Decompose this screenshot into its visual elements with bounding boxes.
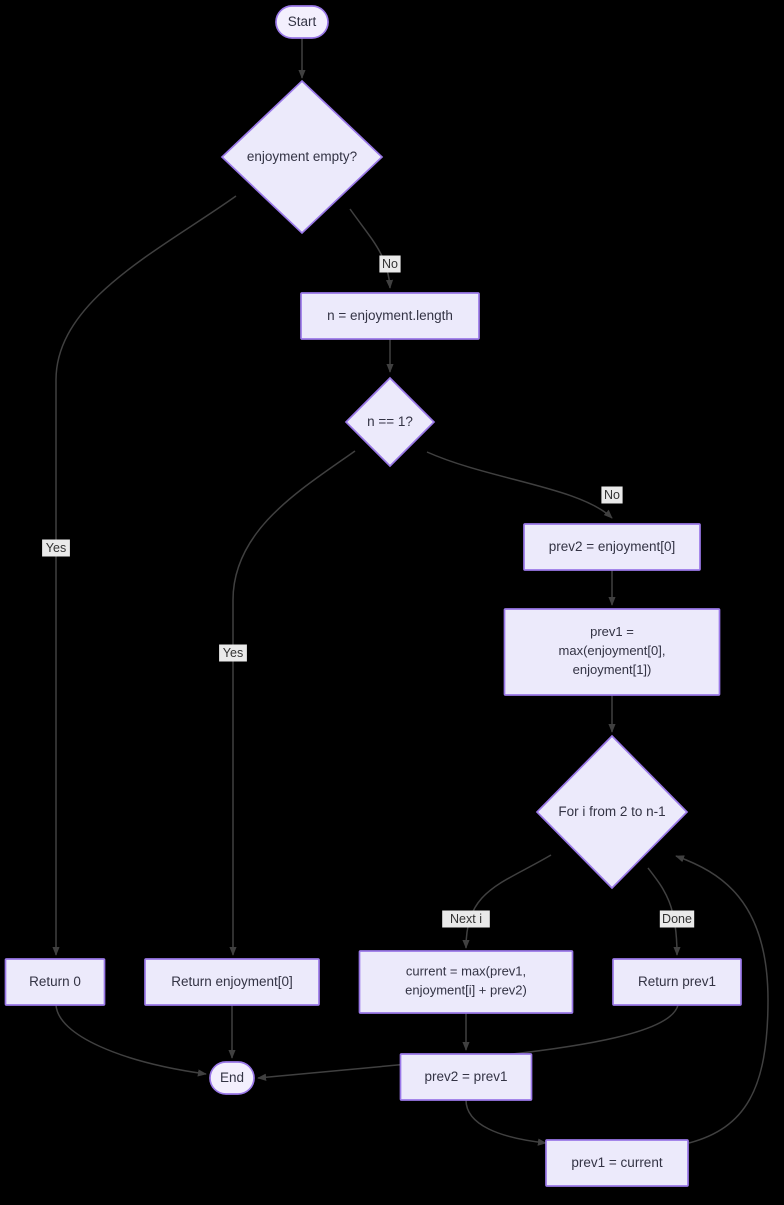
flow-node-neq1[interactable]: n == 1? xyxy=(344,376,436,468)
flow-edge xyxy=(229,450,356,956)
flow-node-return0[interactable]: Return 0 xyxy=(4,958,106,1006)
node-label: prev1 = current xyxy=(571,1155,662,1170)
flow-node-prev2init[interactable]: prev2 = enjoyment[0] xyxy=(523,523,701,571)
node-label: prev2 = enjoyment[0] xyxy=(549,539,675,554)
flow-node-prev1init[interactable]: prev1 =max(enjoyment[0],enjoyment[1]) xyxy=(503,608,721,696)
node-label: End xyxy=(220,1070,244,1085)
node-stadium xyxy=(275,5,329,39)
node-label: Start xyxy=(288,14,317,29)
node-label: n = enjoyment.length xyxy=(327,308,453,323)
edge-label-text: No xyxy=(382,257,398,271)
flow-node-returnenj0[interactable]: Return enjoyment[0] xyxy=(144,958,320,1006)
node-label: current = max(prev1,enjoyment[i] + prev2… xyxy=(405,964,527,998)
node-diamond xyxy=(344,376,436,468)
flow-edge xyxy=(55,1004,207,1077)
edge-label-bg xyxy=(379,255,401,273)
node-label: Return prev1 xyxy=(638,974,716,989)
node-rect xyxy=(612,958,742,1006)
flow-node-loop[interactable]: For i from 2 to n-1 xyxy=(535,734,689,890)
edge-label-bg xyxy=(219,644,247,662)
node-label: For i from 2 to n-1 xyxy=(558,804,665,819)
flow-edge xyxy=(426,451,613,519)
flow-edge xyxy=(462,854,552,949)
flow-edge xyxy=(52,195,237,956)
flow-node-empty[interactable]: enjoyment empty? xyxy=(220,79,384,235)
node-rect xyxy=(300,292,480,340)
node-rect xyxy=(523,523,701,571)
edge-label-text: Yes xyxy=(223,646,243,660)
node-rect xyxy=(358,950,574,1014)
node-rect xyxy=(503,608,721,696)
edge-label-text: No xyxy=(604,488,620,502)
flow-node-nlen[interactable]: n = enjoyment.length xyxy=(300,292,480,340)
edges-layer xyxy=(52,38,769,1146)
nodes-layer: Start enjoyment empty? n = enjoyment.lengt… xyxy=(4,5,742,1187)
flow-node-start[interactable]: Start xyxy=(275,5,329,39)
flow-edge xyxy=(675,855,769,1144)
flow-node-prev2assign[interactable]: prev2 = prev1 xyxy=(399,1053,533,1101)
edge-label-bg xyxy=(42,539,70,557)
node-label: Return enjoyment[0] xyxy=(171,974,293,989)
edge-label-e-loop-returnprev1: Done xyxy=(659,910,695,928)
flow-node-returnprev1[interactable]: Return prev1 xyxy=(612,958,742,1006)
edge-label-e-neq1-returnenj0: Yes xyxy=(219,644,247,662)
node-label: enjoyment empty? xyxy=(247,149,357,164)
node-label: Return 0 xyxy=(29,974,81,989)
edge-label-bg xyxy=(601,486,623,504)
edge-label-bg xyxy=(442,910,490,928)
edge-label-bg xyxy=(659,910,695,928)
flow-edge xyxy=(349,208,394,289)
edge-label-e-empty-nlen: No xyxy=(379,255,401,273)
flow-node-current[interactable]: current = max(prev1,enjoyment[i] + prev2… xyxy=(358,950,574,1014)
edge-label-e-neq1-prev2init: No xyxy=(601,486,623,504)
edge-label-e-empty-return0: Yes xyxy=(42,539,70,557)
node-rect xyxy=(144,958,320,1006)
node-label: n == 1? xyxy=(367,414,413,429)
edge-label-e-loop-current: Next i xyxy=(442,910,490,928)
node-stadium xyxy=(209,1061,255,1095)
node-label: prev1 =max(enjoyment[0],enjoyment[1]) xyxy=(559,624,666,677)
node-rect xyxy=(399,1053,533,1101)
node-diamond xyxy=(220,79,384,235)
node-label: prev2 = prev1 xyxy=(425,1069,508,1084)
edge-label-text: Done xyxy=(662,912,692,926)
flow-edge xyxy=(647,867,681,956)
edge-label-text: Next i xyxy=(450,912,482,926)
flow-edge xyxy=(465,1099,547,1146)
node-rect xyxy=(545,1139,689,1187)
flow-node-end[interactable]: End xyxy=(209,1061,255,1095)
node-diamond xyxy=(535,734,689,890)
node-rect xyxy=(4,958,106,1006)
flow-node-prev1assign[interactable]: prev1 = current xyxy=(545,1139,689,1187)
edge-label-text: Yes xyxy=(46,541,66,555)
